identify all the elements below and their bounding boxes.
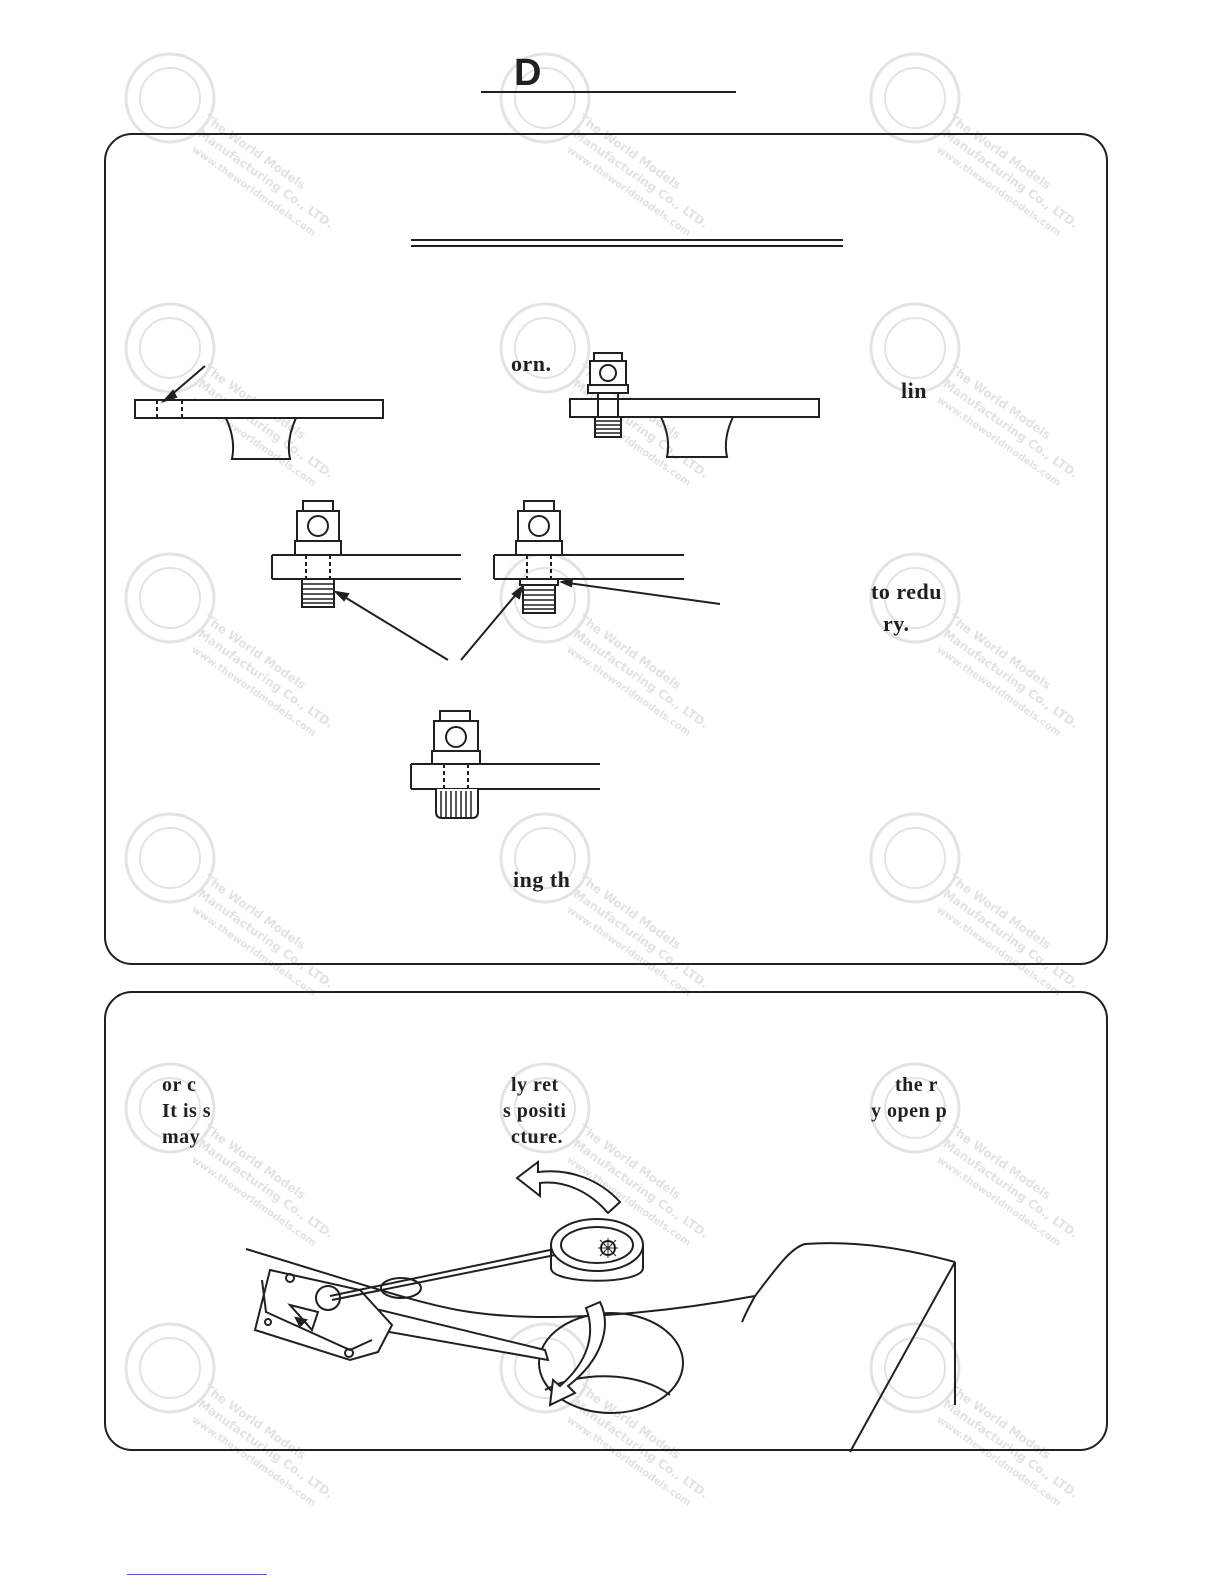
top-instruction-panel [104, 133, 1108, 965]
text-fragment-lin: lin [901, 378, 927, 403]
title-underline [481, 91, 736, 93]
bottom-instruction-panel [104, 991, 1108, 1451]
text-fragment-mid-2: s positi [503, 1100, 567, 1122]
page-title-letter: D [514, 52, 542, 94]
text-fragment-ry: ry. [883, 611, 910, 636]
text-fragment-left-2: It is s [162, 1100, 212, 1122]
text-fragment-mid-3: cture. [511, 1126, 564, 1148]
text-fragment-left-3: may [162, 1126, 201, 1148]
text-fragment-left-1: or c [162, 1074, 197, 1096]
text-fragment-ing-th: ing th [513, 867, 571, 892]
text-fragment-mid-1: ly ret [511, 1074, 559, 1096]
text-fragment-orn: orn. [511, 351, 552, 376]
text-fragment-right-2: y open p [871, 1100, 948, 1122]
text-fragment-right-1: the r [895, 1074, 939, 1096]
footer-link-underline [127, 1574, 267, 1575]
text-fragment-to-redu: to redu [871, 579, 942, 604]
